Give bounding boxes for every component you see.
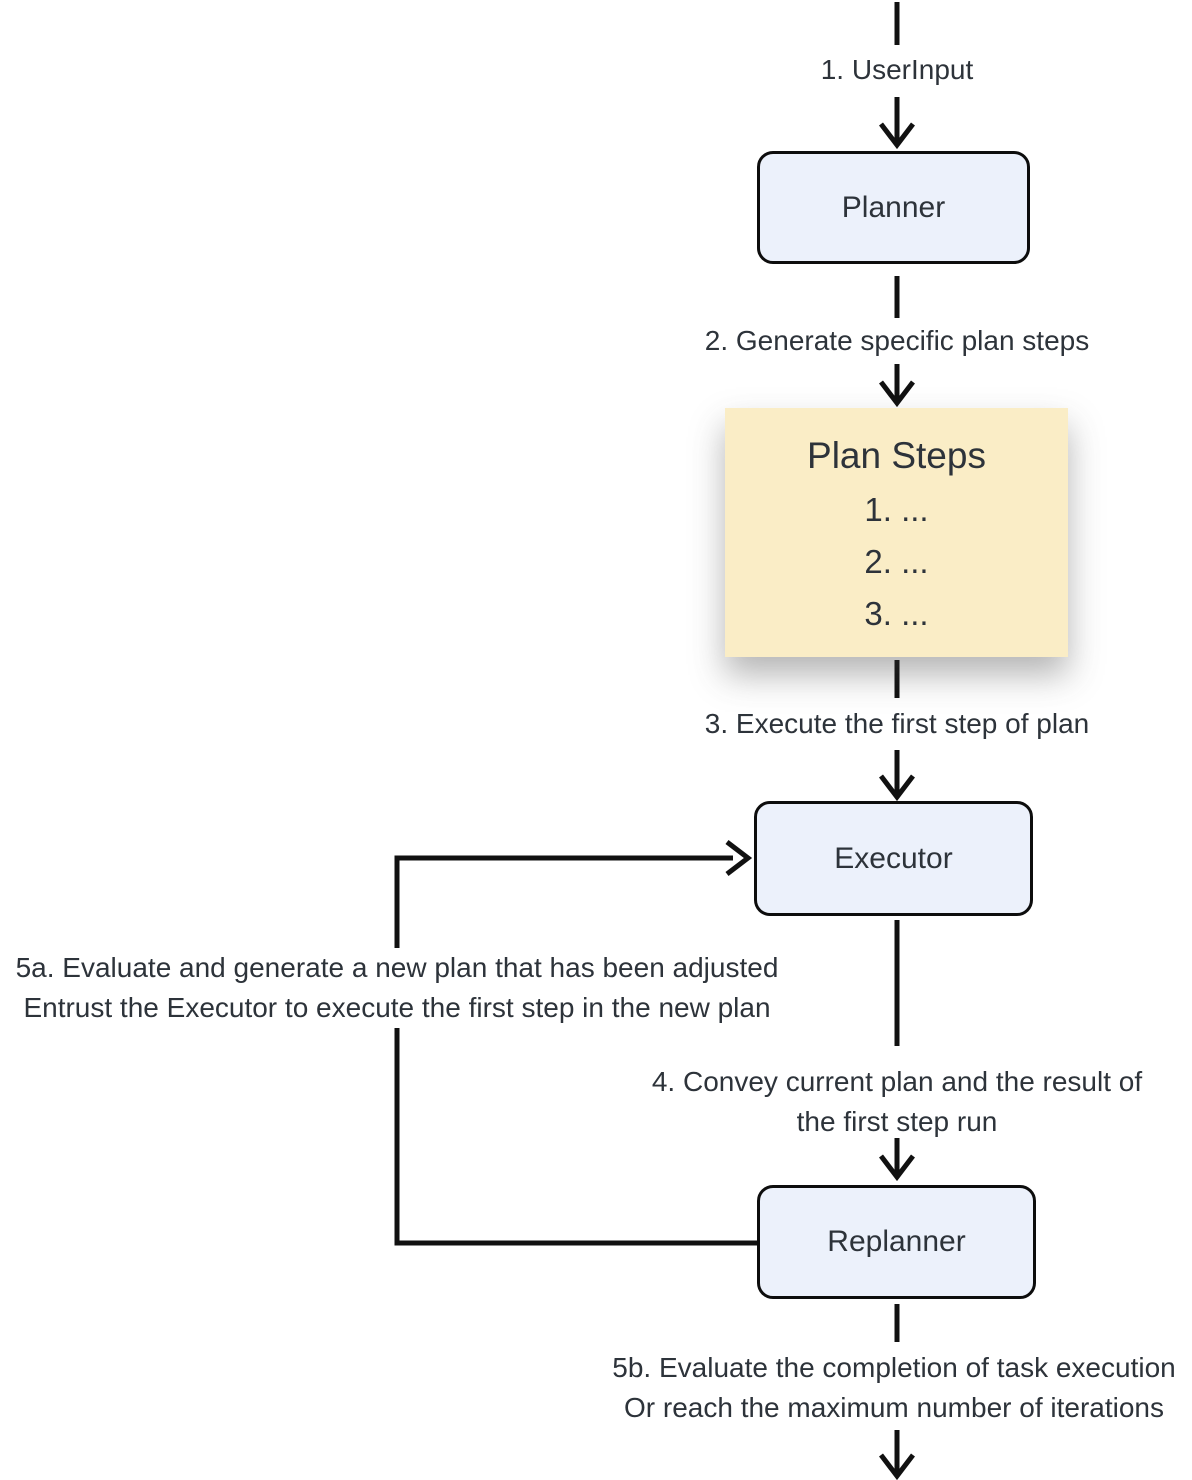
edge-label-step5a-replan: 5a. Evaluate and generate a new plan tha… <box>11 948 783 1028</box>
arrow-executor-head-icon <box>879 774 915 802</box>
plan-steps-item: 2. ... <box>864 543 929 580</box>
plan-steps-node: Plan Steps 1. ... 2. ... 3. ... <box>725 408 1068 657</box>
planner-node-label: Planner <box>841 190 946 224</box>
plan-steps-title: Plan Steps <box>807 435 986 476</box>
arrow-plansteps-head-icon <box>879 380 915 408</box>
edge-label-step5a-line1: 5a. Evaluate and generate a new plan tha… <box>15 952 779 983</box>
edge-label-step5b-line2: Or reach the maximum number of iteration… <box>624 1392 1164 1423</box>
replanner-node-label: Replanner <box>827 1225 966 1258</box>
replanner-node: Replanner <box>757 1185 1036 1299</box>
executor-node: Executor <box>754 801 1033 916</box>
plan-steps-item: 1. ... <box>864 491 929 528</box>
arrow-replanner-head-icon <box>879 1154 915 1182</box>
connector-replan-loop-line <box>394 855 757 1246</box>
edge-label-step5b-finish: 5b. Evaluate the completion of task exec… <box>612 1348 1175 1428</box>
edge-label-step5a-line2: Entrust the Executor to execute the firs… <box>23 992 771 1023</box>
edge-label-step4-line1: 4. Convey current plan and the result of <box>651 1066 1143 1097</box>
edge-label-step1-userinput: 1. UserInput <box>820 54 974 85</box>
edge-label-step4-convey-result: 4. Convey current plan and the result of… <box>652 1062 1142 1142</box>
arrow-final-head-icon <box>879 1453 915 1480</box>
executor-node-label: Executor <box>834 841 953 875</box>
edge-label-step2-generate-plan: 2. Generate specific plan steps <box>704 325 1090 356</box>
plan-steps-item: 3. ... <box>864 595 929 632</box>
planner-node: Planner <box>757 151 1030 264</box>
edge-label-step3-execute-first-step: 3. Execute the first step of plan <box>704 708 1090 739</box>
edge-label-step5b-line1: 5b. Evaluate the completion of task exec… <box>612 1352 1176 1383</box>
edge-label-step4-line2: the first step run <box>796 1106 998 1137</box>
arrow-loop-executor-head-icon <box>725 840 753 876</box>
arrow-userinput-head-icon <box>879 122 915 150</box>
